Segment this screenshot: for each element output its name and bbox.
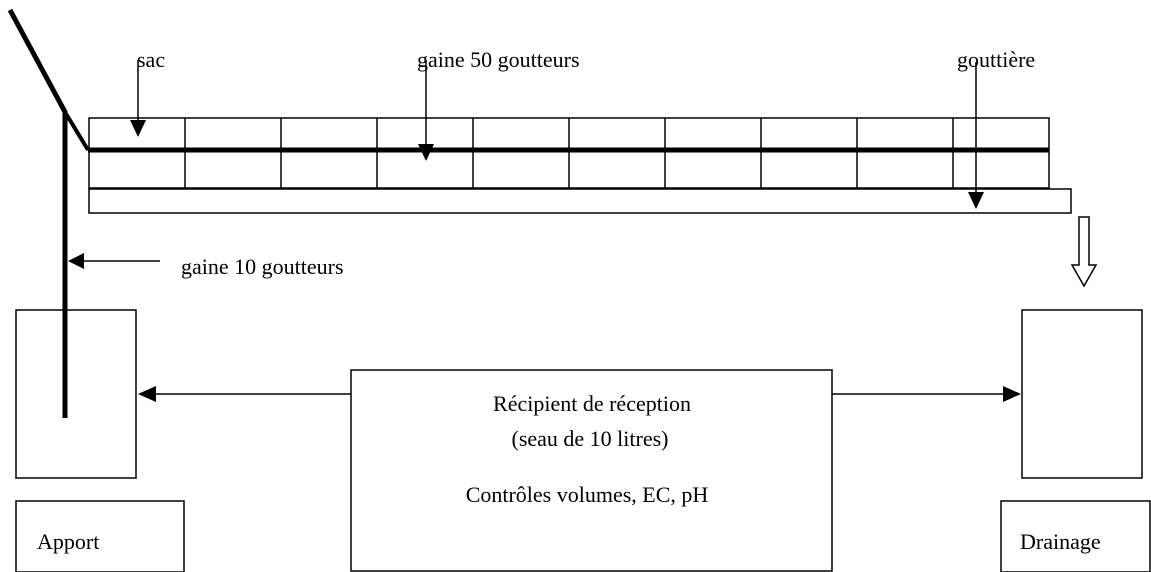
sac-pointer xyxy=(130,60,146,137)
reception-title: Récipient de réception xyxy=(493,391,691,416)
apport-label: Apport xyxy=(37,529,99,554)
sac-label: sac xyxy=(137,47,165,72)
gaine-10-label: gaine 10 goutteurs xyxy=(181,254,344,279)
gutter xyxy=(88,188,1072,214)
drain-flow-arrow-icon xyxy=(1070,216,1098,288)
gaine-50-pointer xyxy=(418,60,434,161)
drip-line-connector xyxy=(63,110,90,152)
arrow-to-drainage xyxy=(832,386,1021,402)
reception-controls: Contrôles volumes, EC, pH xyxy=(466,482,709,507)
drainage-label-box xyxy=(1000,500,1151,572)
gaine-10-pointer xyxy=(68,253,160,269)
drainage-label: Drainage xyxy=(1020,529,1101,554)
gouttiere-label: gouttière xyxy=(957,47,1035,72)
gaine-50-label: gaine 50 goutteurs xyxy=(417,47,580,72)
apport-label-box xyxy=(15,500,185,572)
reception-subtitle: (seau de 10 litres) xyxy=(512,426,669,451)
gouttiere-pointer xyxy=(968,62,984,209)
drainage-container xyxy=(1021,309,1143,479)
bag-row xyxy=(88,117,1050,189)
supply-container xyxy=(15,309,137,479)
drip-line-10 xyxy=(7,8,68,418)
arrow-to-supply xyxy=(138,386,351,402)
reception-container-box xyxy=(350,369,833,572)
bag-dividers xyxy=(184,118,954,188)
